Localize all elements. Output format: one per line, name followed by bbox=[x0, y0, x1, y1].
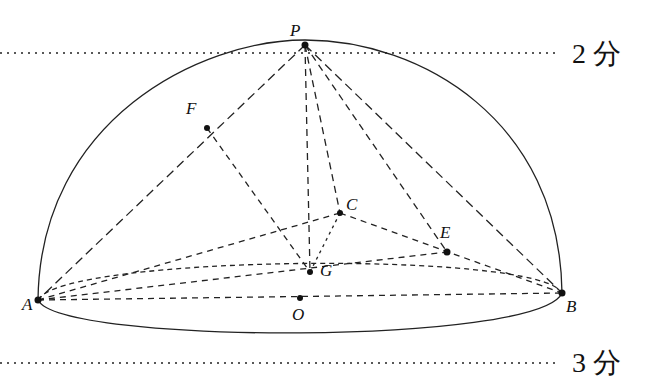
point-label: B bbox=[566, 298, 576, 315]
point-label: A bbox=[22, 296, 32, 313]
score-mark: 3 分 bbox=[572, 349, 621, 377]
point-label: E bbox=[440, 224, 450, 241]
point-label: O bbox=[292, 306, 304, 323]
point-label: G bbox=[320, 262, 332, 279]
point-label: F bbox=[186, 100, 196, 117]
score-mark: 2 分 bbox=[572, 40, 621, 68]
point-label: P bbox=[290, 22, 300, 39]
point-label: C bbox=[346, 196, 357, 213]
